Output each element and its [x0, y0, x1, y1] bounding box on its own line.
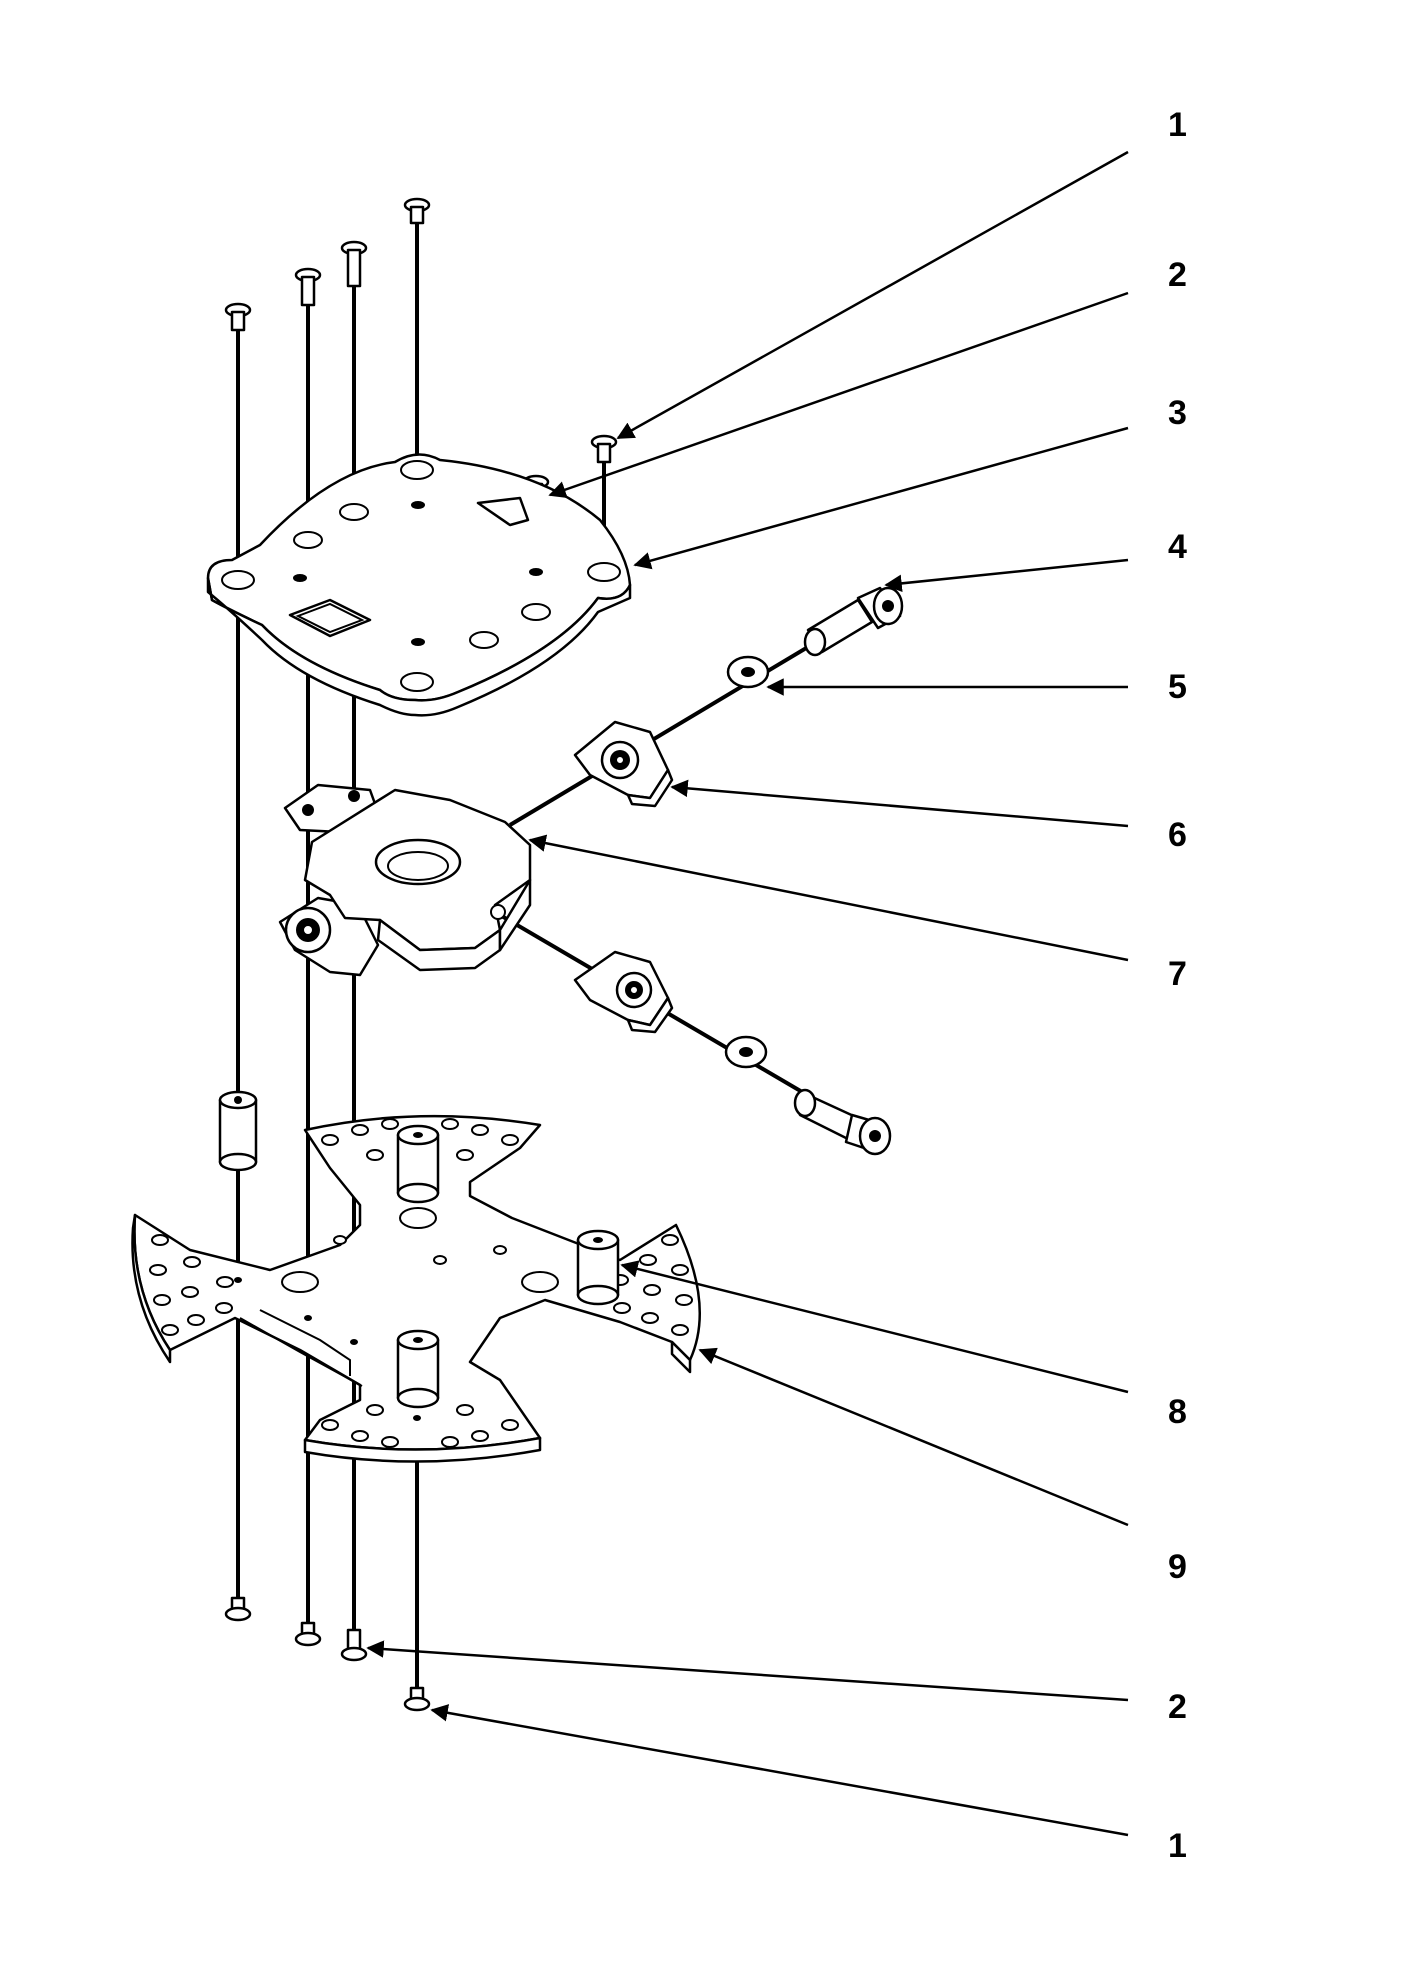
- leader-4: [884, 558, 1129, 593]
- callout-1-top: 1: [1168, 106, 1187, 144]
- callout-4: 4: [1168, 528, 1187, 566]
- washer-upper: [726, 655, 770, 689]
- top-mounting-plate: [206, 453, 632, 717]
- leader-1-bottom: [430, 1704, 1129, 1837]
- callout-8: 8: [1168, 1393, 1187, 1431]
- callout-7: 7: [1168, 955, 1187, 993]
- callout-5: 5: [1168, 668, 1187, 706]
- callout-labels: 1 2 3 4 5 6 7 8 9 2 1: [1168, 106, 1187, 1865]
- callout-9: 9: [1168, 1548, 1187, 1586]
- leader-7: [528, 834, 1129, 962]
- leader-6: [670, 779, 1129, 828]
- callout-1-bottom: 1: [1168, 1827, 1187, 1865]
- bottom-x-plate: [131, 1114, 702, 1463]
- callout-2-bottom: 2: [1168, 1688, 1187, 1726]
- leader-1-top: [616, 150, 1129, 440]
- leader-9: [698, 1347, 1129, 1527]
- leader-8: [620, 1260, 1129, 1394]
- leader-3: [633, 426, 1129, 570]
- socket-head-screw-upper: [803, 586, 904, 657]
- callout-2-top: 2: [1168, 256, 1187, 294]
- leader-lines: [366, 150, 1129, 1837]
- leader-2-top: [548, 291, 1129, 499]
- callout-3: 3: [1168, 394, 1187, 432]
- plate-standoffs: [396, 1124, 620, 1409]
- bottom-screws: [224, 1596, 431, 1712]
- leader-2-bottom: [366, 1640, 1129, 1702]
- socket-head-screw-lower: [793, 1088, 892, 1156]
- washer-lower: [724, 1035, 768, 1069]
- callout-6: 6: [1168, 816, 1187, 854]
- pillow-block-bearing-lower: [573, 950, 674, 1034]
- standoff-spacer: [218, 1090, 258, 1172]
- central-cross-hub: [303, 788, 532, 972]
